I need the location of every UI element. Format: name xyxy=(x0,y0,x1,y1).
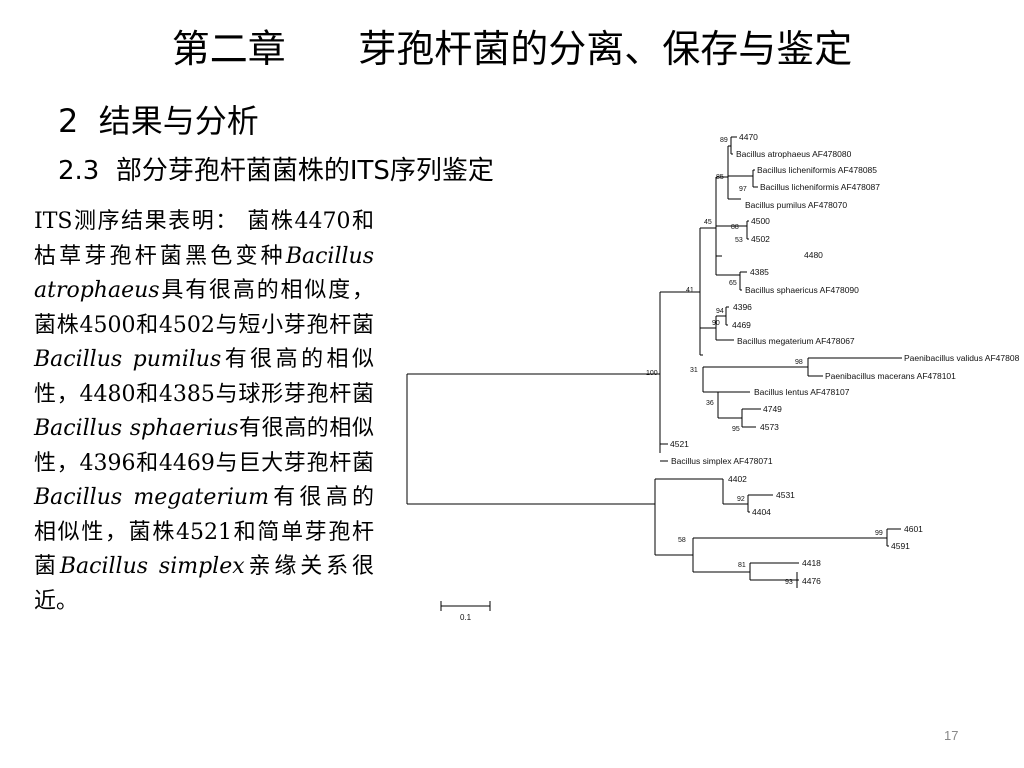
tree-leaf-label: Bacillus atrophaeus AF478080 xyxy=(736,149,852,159)
bootstrap-value: 88 xyxy=(731,224,739,231)
tree-leaf-label: Bacillus licheniformis AF478087 xyxy=(760,182,880,192)
species-name: Bacillus pumilus xyxy=(34,347,222,372)
subsection-heading: 2.3 部分芽孢杆菌菌株的ITS序列鉴定 xyxy=(58,156,494,186)
tree-branches xyxy=(406,136,902,611)
paragraph-text: ITS测序结果表明： 菌株4470和枯草芽孢杆菌黑色变种 xyxy=(34,209,374,269)
tree-leaf-label: Paenibacillus macerans AF478101 xyxy=(825,371,956,381)
tree-leaf-label: 4573 xyxy=(760,422,779,432)
bootstrap-value: 53 xyxy=(735,237,743,244)
bootstrap-value: 94 xyxy=(716,308,724,315)
tree-leaf-label: Bacillus pumilus AF478070 xyxy=(745,200,847,210)
bootstrap-value: 31 xyxy=(690,367,698,374)
paragraph-text: 有很高的相似性，4396和4469与巨大芽孢杆菌 xyxy=(34,416,374,476)
bootstrap-value: 58 xyxy=(678,537,686,544)
tree-leaf-label: 4476 xyxy=(802,576,821,586)
species-name: Bacillus megaterium xyxy=(34,485,269,510)
bootstrap-value: 89 xyxy=(720,137,728,144)
bootstrap-value: 85 xyxy=(716,174,724,181)
tree-leaf-label: 4502 xyxy=(751,234,770,244)
bootstrap-value: 98 xyxy=(795,359,803,366)
bootstrap-value: 90 xyxy=(712,320,720,327)
species-name: Bacillus sphaerius xyxy=(34,416,239,441)
tree-leaf-label: Bacillus lentus AF478107 xyxy=(754,387,850,397)
tree-leaf-label: 4396 xyxy=(733,302,752,312)
bootstrap-value: 92 xyxy=(737,496,745,503)
species-name: Bacillus atrophaeus xyxy=(34,243,374,304)
bootstrap-value: 45 xyxy=(704,219,712,226)
bootstrap-value: 100 xyxy=(646,370,658,377)
tree-leaf-label: 4749 xyxy=(763,404,782,414)
bootstrap-value: 81 xyxy=(738,562,746,569)
tree-leaf-label: 4500 xyxy=(751,216,770,226)
species-name: Bacillus simplex xyxy=(59,554,245,579)
tree-leaf-label: 4385 xyxy=(750,267,769,277)
tree-leaf-label: 4469 xyxy=(732,320,751,330)
tree-leaf-label: Paenibacillus validus AF47808 xyxy=(904,353,1020,363)
tree-leaf-label: Bacillus simplex AF478071 xyxy=(671,456,773,466)
paragraph-text: 亲缘关系很近。 xyxy=(34,554,374,614)
bootstrap-value: 95 xyxy=(732,426,740,433)
bootstrap-value: 93 xyxy=(785,579,793,586)
tree-leaf-label: 4591 xyxy=(891,541,910,551)
paragraph-text: 具有很高的相似度，菌株4500和4502与短小芽孢杆菌 xyxy=(34,278,374,338)
section-heading: 2 结果与分析 xyxy=(58,102,259,140)
tree-leaf-label: 4521 xyxy=(670,439,689,449)
slide-title: 第二章 芽孢杆菌的分离、保存与鉴定 xyxy=(171,27,853,71)
tree-leaf-label: 4480 xyxy=(804,250,823,260)
bootstrap-value: 41 xyxy=(686,287,694,294)
tree-leaf-label: 4531 xyxy=(776,490,795,500)
tree-leaf-label: 4404 xyxy=(752,507,771,517)
results-paragraph: ITS测序结果表明： 菌株4470和枯草芽孢杆菌黑色变种Bacillus atr… xyxy=(34,205,374,619)
tree-leaf-label: 4402 xyxy=(728,474,747,484)
tree-leaf-label: Bacillus megaterium AF478067 xyxy=(737,336,855,346)
tree-leaf-label: 4470 xyxy=(739,132,758,142)
bootstrap-value: 36 xyxy=(706,400,714,407)
tree-leaf-label: 4418 xyxy=(802,558,821,568)
paragraph-text: 有很高的相似性，4480和4385与球形芽孢杆菌 xyxy=(34,347,374,407)
scale-bar-label: 0.1 xyxy=(460,613,472,622)
bootstrap-value: 65 xyxy=(729,280,737,287)
page-number: 17 xyxy=(944,728,959,743)
bootstrap-value: 97 xyxy=(739,186,747,193)
tree-leaf-label: 4601 xyxy=(904,524,923,534)
tree-leaf-label: Bacillus sphaericus AF478090 xyxy=(745,285,859,295)
tree-leaf-label: Bacillus licheniformis AF478085 xyxy=(757,165,877,175)
paragraph-text: 有很高的相似性，菌株4521和简单芽孢杆菌 xyxy=(34,485,374,579)
bootstrap-value: 99 xyxy=(875,530,883,537)
